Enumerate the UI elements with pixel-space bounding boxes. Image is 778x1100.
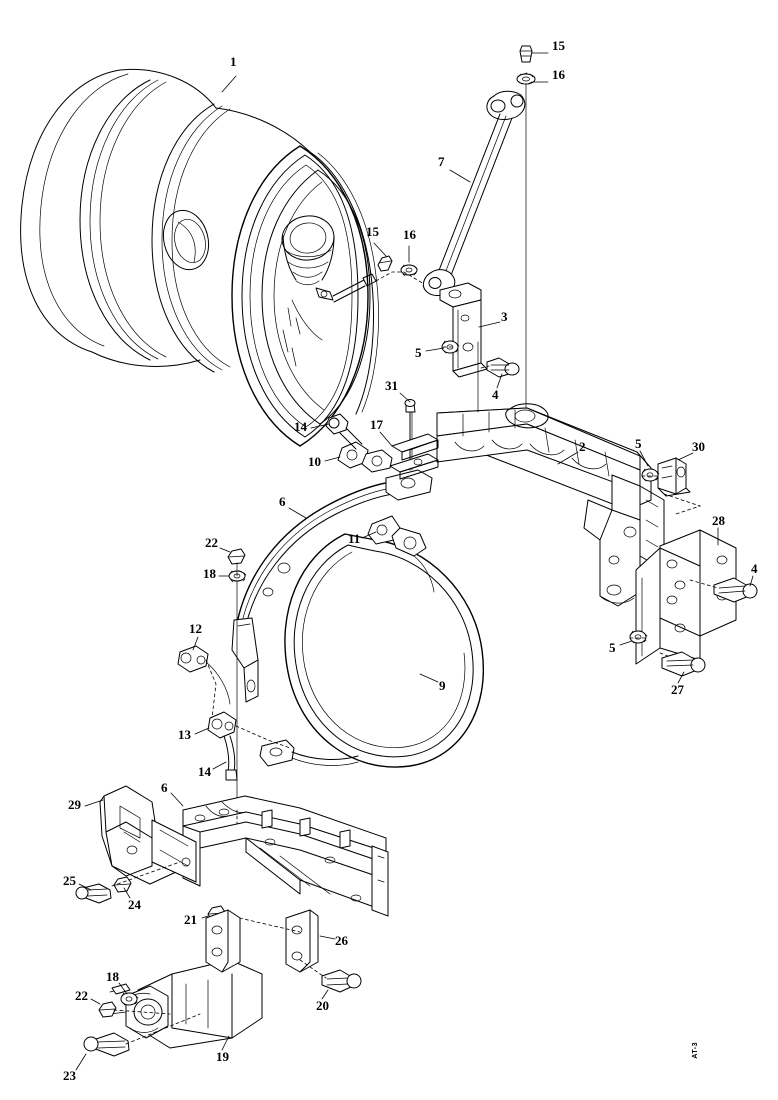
part-18-washer-strap [229,571,246,582]
part-18-washer-lower [121,993,138,1005]
callout-6-frame: 6 [161,780,168,795]
part-14-pin-upper [326,414,362,449]
part-17-wear-strip [390,434,438,479]
callout-5-plate: 5 [609,640,616,655]
part-16-washer-upper [517,73,535,84]
callout-31: 31 [385,378,398,393]
callout-18-lower: 18 [106,969,119,984]
callout-17: 17 [370,417,383,432]
callout-4-plate: 4 [751,561,758,576]
part-20-bolt [322,970,361,992]
part-3-u-bracket [440,283,487,377]
part-10-adjuster-link [338,442,392,472]
callout-11: 11 [348,531,361,546]
callout-5-bracket: 5 [415,345,422,360]
callout-13: 13 [178,727,191,742]
callout-3: 3 [501,309,508,324]
part-23-bolt [84,1033,129,1056]
callout-16-upper: 16 [552,67,565,82]
callout-1: 1 [230,54,237,69]
callout-14-upper: 14 [294,419,307,434]
part-13-link [208,712,236,738]
part-26-spacer [286,910,318,972]
sheet-corner-code: AT-3 [692,1042,699,1059]
part-7-support-rod [423,91,524,295]
part-29-side-bracket [100,786,196,884]
callout-23: 23 [63,1068,76,1083]
callout-24: 24 [128,897,141,912]
part-14-pin-lower [224,736,237,780]
callout-27: 27 [671,682,684,697]
part-6-frame-rail [183,796,388,916]
part-30-mount-bracket [658,458,690,496]
part-15-nut-upper [520,46,532,62]
callout-9: 9 [439,678,446,693]
callout-14-lower: 14 [198,764,211,779]
part-16-washer-mid [401,265,417,276]
callout-30: 30 [692,439,705,454]
part-5-washer-mount [642,469,659,481]
callout-leaders [76,53,753,1070]
callout-22-lower: 22 [75,988,88,1003]
callout-7: 7 [438,154,445,169]
callout-10: 10 [308,454,321,469]
callout-28: 28 [712,513,725,528]
part-4-bolt-plate [714,578,757,602]
callout-25: 25 [63,873,76,888]
part-5-washer-plate [630,631,647,643]
part-8-strap-upper [232,470,432,702]
callout-15-upper: 15 [552,38,565,53]
part-15-nut-mid [378,256,392,271]
callout-26: 26 [335,933,348,948]
callout-18-strap: 18 [203,566,216,581]
callout-16-mid: 16 [403,227,416,242]
part-4-bolt-bracket [487,358,519,377]
part-27-bolt [662,652,705,676]
callout-2: 2 [579,439,586,454]
part-19-mount-body [110,910,262,1048]
callout-22-strap: 22 [205,535,218,550]
callout-20: 20 [316,998,329,1013]
callout-5-mount: 5 [635,436,642,451]
callout-15-mid: 15 [366,224,379,239]
part-9-band-strap [260,534,483,767]
part-22-nut-lower [99,1002,116,1017]
part-24-nut [114,877,131,892]
part-2-cross-member [437,404,664,606]
callout-19: 19 [216,1049,229,1064]
callout-12: 12 [189,621,202,636]
callout-6-strap: 6 [279,494,286,509]
callout-29: 29 [68,797,81,812]
part-11-clamp-link [368,516,434,592]
callout-4-bracket: 4 [492,387,499,402]
part-25-bolt [76,884,111,903]
callout-21: 21 [184,912,197,927]
part-12-anchor [178,646,230,704]
part-1-tank-body [21,69,379,446]
part-22-nut-strap [228,549,245,564]
